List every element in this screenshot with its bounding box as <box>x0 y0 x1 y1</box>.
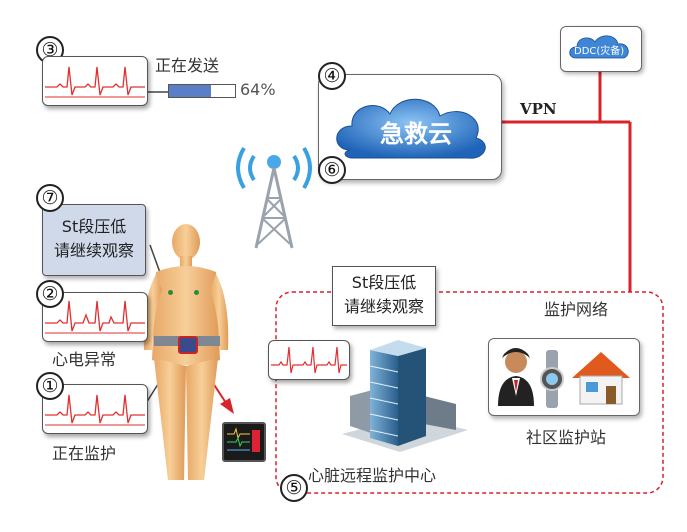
ddc-label: DDC(灾备) <box>574 46 625 57</box>
cloud-icon <box>336 98 486 159</box>
house-icon <box>572 352 630 405</box>
ecg-panel-sending <box>42 56 148 106</box>
sending-label: 正在发送 <box>155 56 220 75</box>
monitoring-network-label: 监护网络 <box>544 300 609 319</box>
marker-1: ① <box>36 372 64 400</box>
sending-progress-bar <box>168 84 236 98</box>
sending-progress-fill <box>169 85 212 97</box>
patient-alert-line2: 请继续观察 <box>53 241 134 260</box>
signal-tower-icon <box>236 146 312 249</box>
center-alert-bubble: St段压低 请继续观察 <box>332 266 436 326</box>
patient-alert-bubble: St段压低 请继续观察 <box>42 204 146 276</box>
ecg-monitoring-label: 正在监护 <box>52 444 117 463</box>
bedside-monitor-icon <box>222 422 266 462</box>
wearable-ecg-device <box>178 336 198 354</box>
monitoring-network-region <box>275 291 664 494</box>
marker-5: ⑤ <box>280 474 308 502</box>
watch-icon <box>540 350 564 408</box>
marker-2: ② <box>36 280 64 308</box>
community-station-label: 社区监护站 <box>526 428 607 447</box>
doctor-icon <box>498 348 534 406</box>
marker-6: ⑥ <box>318 156 346 184</box>
electrode-left <box>168 290 173 295</box>
ecg-panel-center <box>268 340 350 380</box>
monitoring-center-label: 心脏远程监护中心 <box>308 466 437 485</box>
electrode-right <box>194 290 199 295</box>
vpn-label: VPN <box>520 100 557 118</box>
center-alert-line2: 请继续观察 <box>343 297 424 316</box>
cloud-label: 急救云 <box>380 120 452 148</box>
ecg-trace <box>45 66 145 96</box>
monitoring-center-building <box>342 340 468 452</box>
marker-7: ⑦ <box>36 184 64 212</box>
transfer-arrow-head <box>220 398 234 414</box>
sending-percent: 64% <box>240 80 276 99</box>
ecg-abnormal-label: 心电异常 <box>52 350 117 369</box>
marker-4: ④ <box>318 62 346 90</box>
ddc-cloud-icon <box>569 35 629 59</box>
center-alert-line1: St段压低 <box>351 273 417 292</box>
patient-alert-line1: St段压低 <box>61 217 127 236</box>
